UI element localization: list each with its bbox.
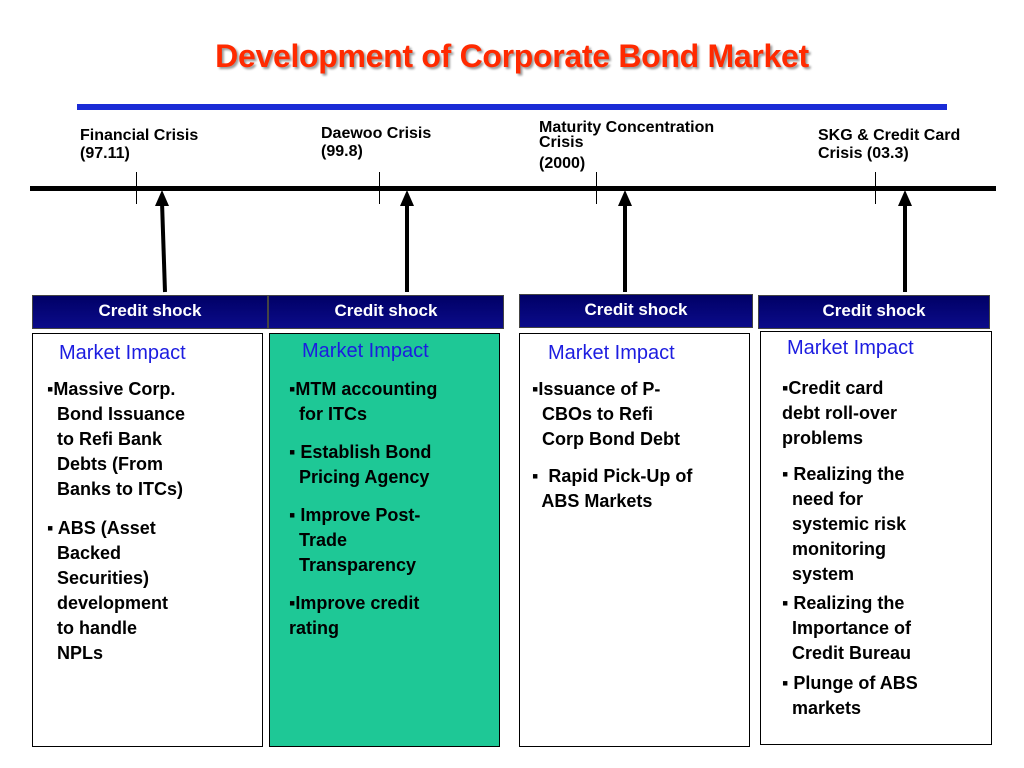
market-impact-title: Market Impact — [59, 342, 186, 364]
bullet-line: debt roll-over — [782, 403, 898, 423]
bullet-line: to handle — [47, 618, 137, 638]
slide-title: Development of Corporate Bond Market — [215, 38, 809, 74]
market-impact-box-4: Market Impact ▪Credit card debt roll-ove… — [760, 331, 992, 745]
bullet-line: ▪ Rapid Pick-Up of — [532, 466, 693, 486]
arrow-up-icon — [898, 190, 912, 292]
bullet-line: ▪ ABS (Asset — [47, 518, 156, 538]
bullet-line: ▪ Realizing the — [782, 464, 905, 484]
impact-bullet: ▪MTM accounting for ITCs — [289, 377, 437, 427]
market-impact-box-3: Market Impact ▪Issuance of P- CBOs to Re… — [519, 333, 750, 747]
timeline-axis — [30, 186, 996, 191]
event-label-line: (2000) — [539, 155, 586, 172]
market-impact-title: Market Impact — [302, 340, 429, 362]
bullet-line: development — [47, 593, 169, 613]
bullet-line: Backed — [47, 543, 122, 563]
impact-bullet: ▪ Rapid Pick-Up of ABS Markets — [532, 464, 692, 514]
bullet-line: CBOs to Refi — [532, 404, 654, 424]
event-label-line: (99.8) — [321, 143, 363, 160]
bullet-line: Credit Bureau — [782, 643, 912, 663]
market-impact-title: Market Impact — [787, 337, 914, 359]
market-impact-title: Market Impact — [548, 342, 675, 364]
bullet-line: markets — [782, 698, 862, 718]
event-label-line: (97.11) — [80, 145, 130, 162]
bullet-line: ▪ Improve Post- — [289, 505, 421, 525]
impact-bullet: ▪Issuance of P- CBOs to Refi Corp Bond D… — [532, 377, 680, 452]
event-daewoo-crisis: Daewoo Crisis (99.8) — [321, 125, 431, 161]
impact-bullet: ▪ Plunge of ABS markets — [782, 671, 918, 721]
bullet-line: ▪Issuance of P- — [532, 379, 661, 399]
bullet-line: ▪Credit card — [782, 378, 884, 398]
credit-shock-header: Credit shock — [32, 295, 268, 329]
bullet-line: Pricing Agency — [289, 467, 430, 487]
impact-bullet: ▪Credit card debt roll-over problems — [782, 376, 897, 451]
timeline-arrows — [155, 190, 912, 293]
bullet-line: system — [782, 564, 855, 584]
market-impact-box-2: Market Impact ▪MTM accounting for ITCs ▪… — [269, 333, 500, 747]
bullet-line: Trade — [289, 530, 348, 550]
impact-bullet: ▪Improve credit rating — [289, 591, 419, 641]
timeline-tick — [875, 172, 876, 204]
bullet-line: monitoring — [782, 539, 886, 559]
bullet-line: problems — [782, 428, 864, 448]
bullet-line: ▪ Plunge of ABS — [782, 673, 918, 693]
event-label-line: Daewoo Crisis — [321, 125, 432, 142]
bullet-line: need for — [782, 489, 864, 509]
timeline-tick — [596, 172, 597, 204]
timeline-tick — [379, 172, 380, 204]
bullet-line: ▪MTM accounting — [289, 379, 438, 399]
event-label-line: Crisis (03.3) — [818, 145, 909, 162]
bullet-line: Importance of — [782, 618, 912, 638]
credit-shock-header: Credit shock — [758, 295, 990, 329]
credit-shock-header: Credit shock — [519, 294, 753, 328]
timeline-tick — [136, 172, 137, 204]
arrow-up-icon — [155, 190, 169, 293]
bullet-line: ▪Improve credit — [289, 593, 420, 613]
bullet-line: ▪ Realizing the — [782, 593, 905, 613]
impact-bullet: ▪Massive Corp. Bond Issuance to Refi Ban… — [47, 377, 185, 502]
event-label-line: Crisis — [539, 134, 584, 151]
impact-bullet: ▪ Realizing the need for systemic risk m… — [782, 462, 906, 587]
bullet-line: to Refi Bank — [47, 429, 163, 449]
bullet-line: ABS Markets — [532, 491, 653, 511]
title-underline — [77, 104, 947, 110]
bullet-line: Banks to ITCs) — [47, 479, 184, 499]
event-financial-crisis: Financial Crisis (97.11) — [80, 127, 198, 163]
arrow-up-icon — [618, 190, 632, 292]
event-label-line: Maturity Concentration — [539, 119, 715, 136]
event-label-line: Financial Crisis — [80, 127, 199, 144]
impact-bullet: ▪ Improve Post- Trade Transparency — [289, 503, 420, 578]
bullet-line: ▪ Establish Bond — [289, 442, 432, 462]
bullet-line: for ITCs — [289, 404, 368, 424]
arrow-up-icon — [400, 190, 414, 292]
bullet-line: NPLs — [47, 643, 104, 663]
impact-bullet: ▪ Realizing the Importance of Credit Bur… — [782, 591, 911, 666]
bullet-line: Debts (From — [47, 454, 164, 474]
bullet-line: Corp Bond Debt — [532, 429, 680, 449]
bullet-line: ▪Massive Corp. — [47, 379, 176, 399]
event-maturity-concentration-crisis: Maturity Concentration Crisis (2000) — [539, 119, 715, 172]
bullet-line: systemic risk — [782, 514, 907, 534]
bullet-line: Securities) — [47, 568, 150, 588]
credit-shock-header: Credit shock — [268, 295, 504, 329]
impact-bullet: ▪ ABS (Asset Backed Securities) developm… — [47, 516, 168, 666]
event-skg-credit-card-crisis: SKG & Credit Card Crisis (03.3) — [818, 127, 960, 163]
event-label-line: SKG & Credit Card — [818, 127, 961, 144]
market-impact-box-1: Market Impact ▪Massive Corp. Bond Issuan… — [32, 333, 263, 747]
bullet-line: Bond Issuance — [47, 404, 186, 424]
bullet-line: rating — [289, 618, 340, 638]
bullet-line: Transparency — [289, 555, 417, 575]
impact-bullet: ▪ Establish Bond Pricing Agency — [289, 440, 431, 490]
